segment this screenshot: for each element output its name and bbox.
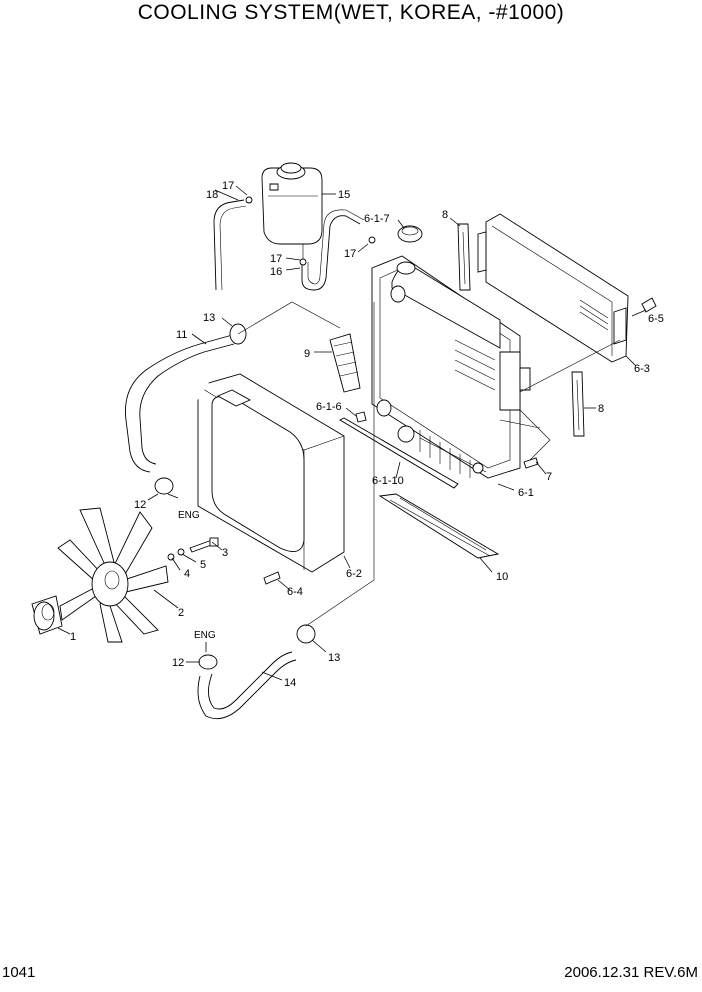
hose-clamp-13-lower [296,624,316,644]
callout-3: 3 [222,547,228,559]
radiator [371,255,531,479]
callout-13-lower: 13 [328,652,340,664]
hose-clamp-12-lower [198,654,218,670]
fan-shroud [197,373,345,573]
callout-17-cap: 17 [344,248,356,260]
callout-8-top: 8 [442,209,448,221]
callout-6-2: 6-2 [346,568,362,580]
callout-11: 11 [176,329,187,341]
page-number: 1041 [2,964,36,981]
callout-10: 10 [496,571,508,583]
callout-12-lower: 12 [172,657,184,669]
callout-6-5: 6-5 [648,313,664,325]
callout-2: 2 [178,607,184,619]
callout-14: 14 [284,677,296,689]
callout-16: 16 [270,266,282,278]
callout-12-upper: 12 [134,499,146,511]
foam-seal [329,333,361,393]
oil-cooler [477,213,629,363]
eng-label-upper: ENG [178,510,200,521]
callout-6-1-6: 6-1-6 [316,401,342,413]
callout-17-hose: 17 [270,253,282,265]
expansion-tank [261,162,323,262]
callout-6-1-7: 6-1-7 [364,213,390,225]
callout-9: 9 [304,348,310,360]
callout-8-right: 8 [598,403,604,415]
eng-label-lower: ENG [194,630,216,641]
cooling-fan [57,507,169,643]
callout-5: 5 [200,559,206,571]
page-title: COOLING SYSTEM(WET, KOREA, -#1000) [137,1,565,24]
radiator-cap [397,225,423,243]
rubber-strip [339,417,459,489]
callout-17-tank: 17 [222,180,234,192]
hose-clamp-12-upper [154,477,174,495]
callout-6-1: 6-1 [518,487,534,499]
callout-6-1-10: 6-1-10 [372,475,404,487]
callout-6-4: 6-4 [287,586,303,598]
callout-7: 7 [546,471,552,483]
revision-date: 2006.12.31 REV.6M [564,964,698,981]
mesh-screen [378,493,500,559]
fan-spacer [31,595,63,635]
callout-6-3: 6-3 [634,363,650,375]
callout-4: 4 [184,568,190,580]
callout-15: 15 [338,189,350,201]
callout-1: 1 [70,631,76,643]
callout-13-upper: 13 [203,312,215,324]
callout-18: 18 [206,189,218,201]
